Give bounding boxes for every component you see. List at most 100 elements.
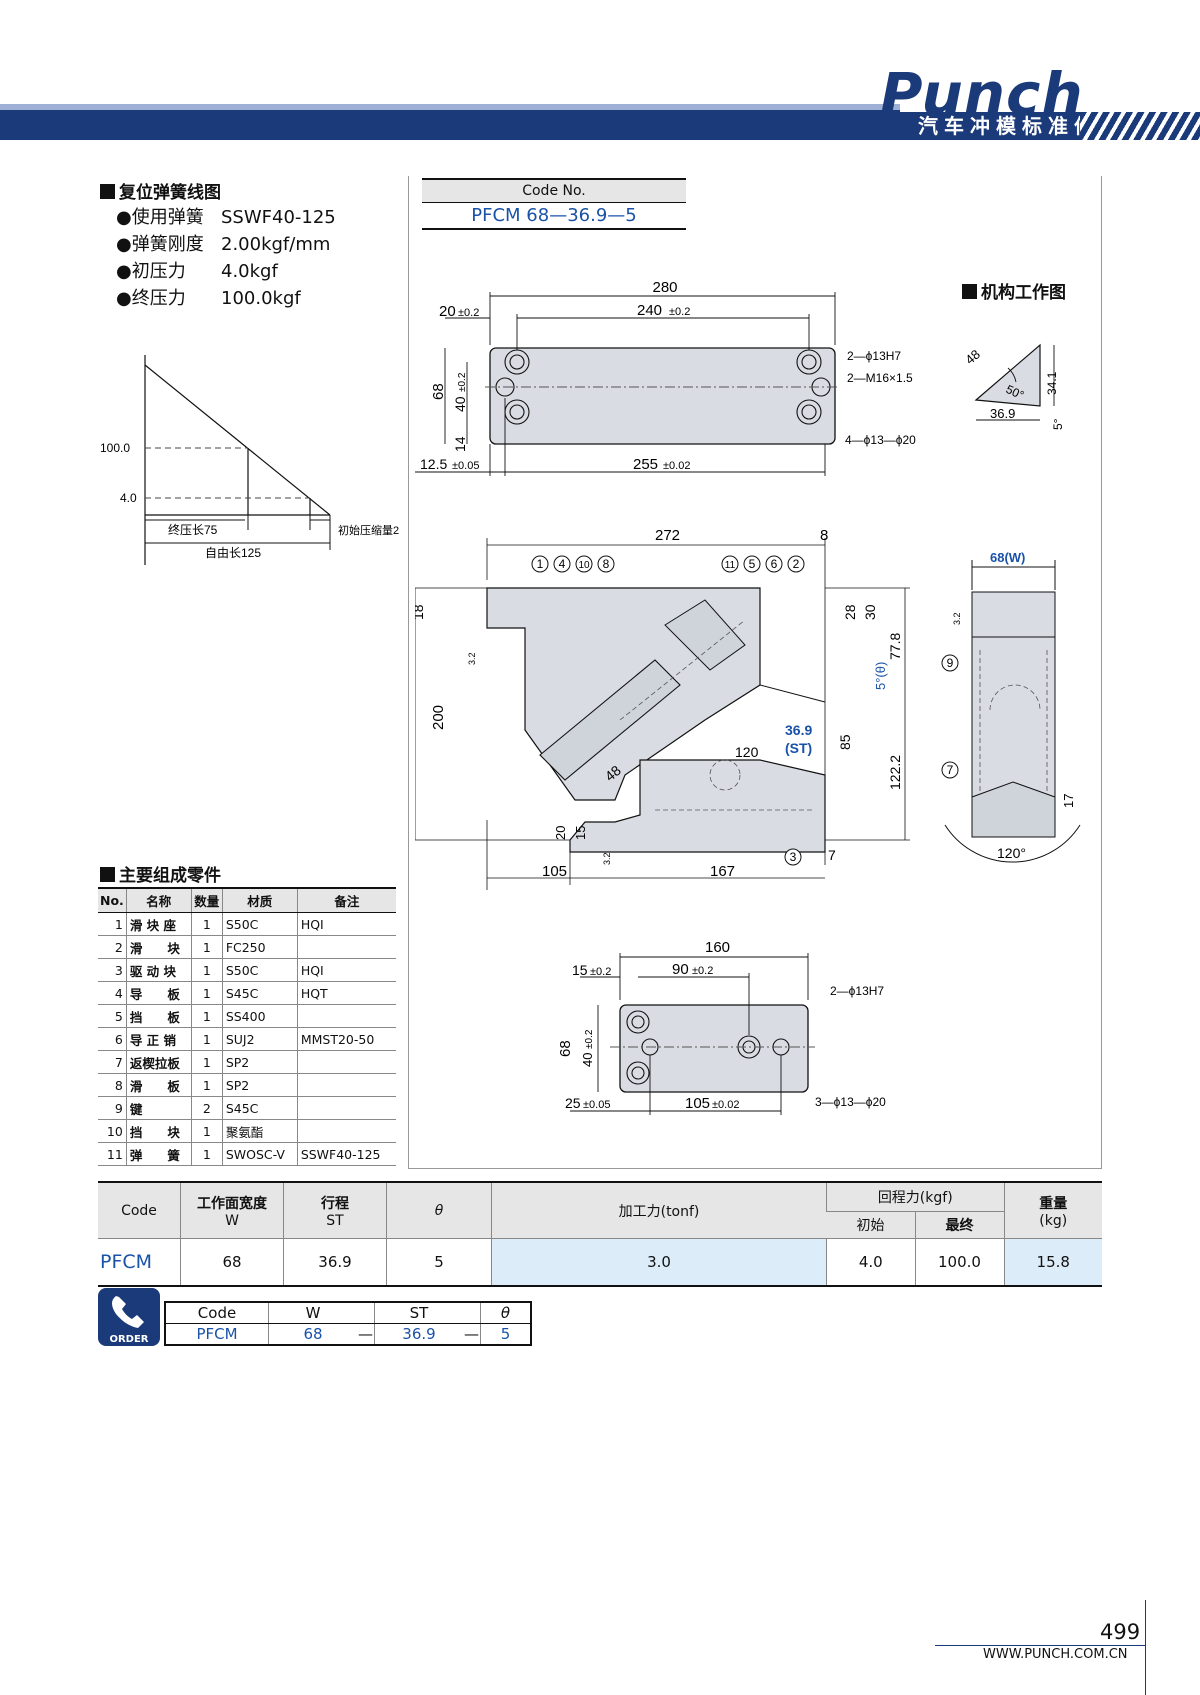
front-dim-36-9: 36.9 (785, 722, 812, 738)
spec-col-code: Code (98, 1182, 181, 1239)
header-band-light (0, 104, 900, 111)
front-dim-30: 30 (862, 604, 878, 620)
bottom-plate-drawing: 160 15 ±0.2 90 ±0.2 68 40 ±0.2 25 ±0.05 … (557, 939, 886, 1115)
order-col-st: ST (374, 1301, 463, 1324)
graph-free-length: 自由长125 (205, 546, 261, 560)
dim-20: 20 (439, 303, 456, 320)
front-dim-20: 20 (553, 826, 568, 840)
parts-no: 2 (98, 935, 127, 959)
parts-name: 键 (125, 1096, 192, 1120)
parts-name: 滑 块 (125, 935, 192, 959)
front-roughness-2: 3.2 (602, 852, 612, 865)
parts-material: S50C (221, 958, 298, 982)
dim-68: 68 (430, 383, 447, 400)
svg-text:7: 7 (947, 763, 954, 777)
front-dim-105: 105 (542, 863, 567, 880)
parts-name: 驱 动 块 (125, 958, 192, 982)
callout-2: 2 (787, 555, 805, 573)
front-dim-15: 15 (573, 826, 588, 840)
callout-10: 10 (575, 555, 593, 573)
svg-text:2: 2 (793, 557, 800, 571)
parts-note (296, 1073, 396, 1097)
dim-240: 240 (637, 302, 662, 319)
parts-no: 10 (98, 1119, 127, 1143)
spec-col-final: 最终 (914, 1211, 1004, 1239)
svg-text:6: 6 (771, 557, 778, 571)
mech-34-1: 34.1 (1045, 371, 1059, 395)
parts-no: 3 (98, 958, 127, 982)
front-dim-77-8: 77.8 (887, 633, 903, 660)
dim-40: 40 (452, 396, 468, 412)
svg-text:11: 11 (725, 560, 736, 571)
front-dim-272: 272 (655, 527, 680, 544)
parts-qty: 1 (190, 1004, 223, 1028)
spec-col-init: 初始 (826, 1211, 915, 1239)
side-dim-17: 17 (1061, 794, 1076, 808)
callout-8: 8 (597, 555, 615, 573)
header-stripes (1080, 112, 1200, 140)
dim-12-5-tol: ±0.05 (452, 460, 479, 472)
drawing-frame (408, 176, 1102, 1169)
parts-material: SS400 (221, 1004, 298, 1028)
parts-material: S45C (221, 1096, 298, 1120)
mech-5deg: 5° (1051, 418, 1065, 430)
order-sep-1: — (357, 1323, 375, 1346)
front-dim-85: 85 (837, 734, 853, 750)
order-w: 68 (268, 1323, 357, 1346)
parts-material: SP2 (221, 1073, 298, 1097)
dim-40-tol: ±0.2 (457, 372, 468, 392)
side-dim-68w: 68(W) (990, 550, 1025, 565)
parts-name: 弹 簧 (125, 1142, 192, 1166)
parts-qty: 1 (190, 935, 223, 959)
callout-6: 6 (765, 555, 783, 573)
parts-name: 挡 板 (125, 1004, 192, 1028)
dim-255-tol: ±0.02 (663, 460, 690, 472)
front-dim-167: 167 (710, 863, 735, 880)
phone-icon (112, 1296, 144, 1328)
bottom-dim-15: 15 (572, 962, 588, 978)
order-icon: ORDER (98, 1288, 160, 1346)
parts-no: 9 (98, 1096, 127, 1120)
code-number-box: Code No. PFCM 68—36.9—5 (422, 178, 686, 230)
front-dim-120: 120 (735, 744, 759, 760)
callout-5: 5 (743, 555, 761, 573)
spec-code: PFCM (100, 1251, 153, 1273)
parts-qty: 1 (190, 1119, 223, 1143)
spec-init: 4.0 (826, 1238, 915, 1286)
spec-col-force: 加工力(tonf) (491, 1182, 827, 1239)
bottom-dim-105: 105 (685, 1095, 710, 1112)
footer-vline (1145, 1600, 1146, 1695)
parts-material: 聚氨酯 (221, 1119, 298, 1143)
bottom-dim-68: 68 (557, 1040, 574, 1057)
order-st: 36.9 (374, 1323, 463, 1346)
dim-280: 280 (652, 279, 677, 296)
front-dim-st: (ST) (785, 740, 812, 756)
parts-note: HQI (296, 958, 396, 982)
parts-col-name: 名称 (125, 887, 192, 913)
parts-material: SP2 (221, 1050, 298, 1074)
parts-material: FC250 (221, 935, 298, 959)
bottom-dim-40: 40 (580, 1053, 595, 1067)
order-col-w: W (268, 1301, 357, 1324)
spring-section-title: 复位弹簧线图 (100, 178, 221, 203)
side-view-drawing: 68(W) 17 120° 9 7 3.2 (941, 550, 1081, 863)
bottom-dim-160: 160 (705, 939, 730, 956)
graph-final-length: 终压长75 (168, 522, 218, 537)
parts-note: HQI (296, 912, 396, 936)
parts-material: SUJ2 (221, 1027, 298, 1051)
footer-hline (935, 1645, 1145, 1646)
callout-1: 1 (531, 555, 549, 573)
front-dim-8: 8 (820, 527, 828, 544)
spec-theta: 5 (386, 1238, 492, 1286)
dim-12-5: 12.5 (420, 456, 447, 472)
bottom-dim-90-tol: ±0.2 (692, 965, 713, 977)
